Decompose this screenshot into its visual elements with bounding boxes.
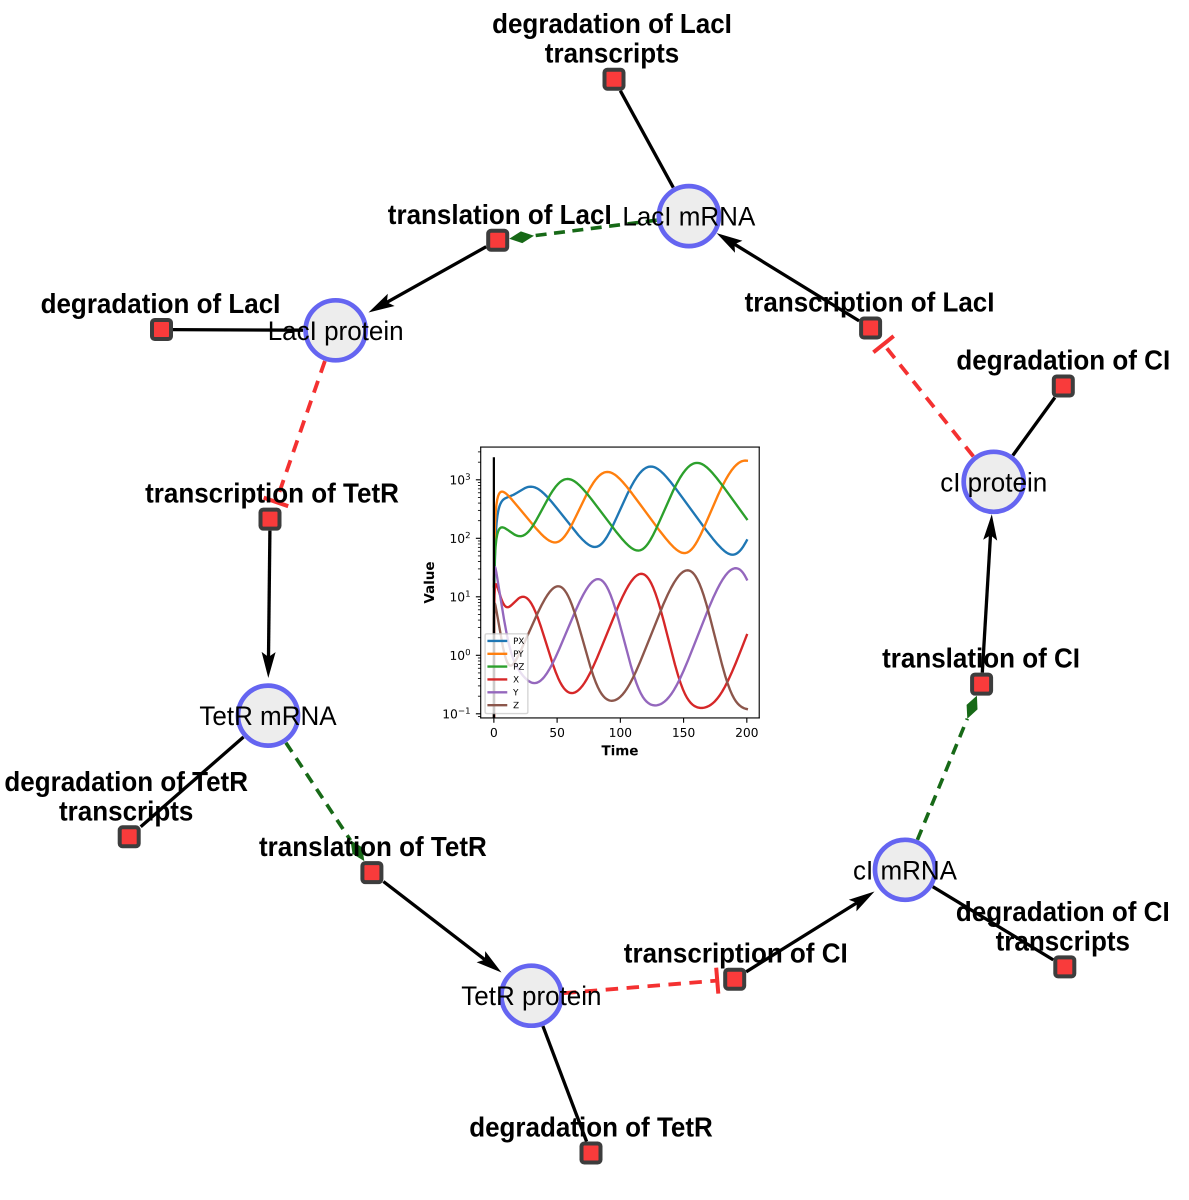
- svg-text:degradation of LacI: degradation of LacI: [41, 288, 281, 319]
- svg-text:LacI protein: LacI protein: [268, 316, 404, 346]
- svg-text:LacI mRNA: LacI mRNA: [622, 202, 755, 232]
- svg-text:cI protein: cI protein: [940, 467, 1047, 497]
- svg-text:transcription of TetR: transcription of TetR: [145, 478, 399, 509]
- svg-text:transcripts: transcripts: [545, 38, 679, 69]
- svg-text:translation of LacI: translation of LacI: [388, 199, 612, 230]
- svg-text:TetR mRNA: TetR mRNA: [199, 701, 336, 731]
- svg-text:degradation of LacI: degradation of LacI: [492, 8, 732, 39]
- svg-text:translation of CI: translation of CI: [882, 643, 1080, 674]
- svg-text:degradation of CI: degradation of CI: [956, 345, 1170, 376]
- svg-text:degradation of CI: degradation of CI: [956, 896, 1170, 927]
- svg-text:degradation of TetR: degradation of TetR: [4, 766, 248, 797]
- svg-text:transcription of LacI: transcription of LacI: [745, 287, 995, 318]
- svg-text:translation of TetR: translation of TetR: [259, 831, 487, 862]
- svg-text:transcripts: transcripts: [996, 925, 1130, 956]
- svg-text:TetR protein: TetR protein: [461, 981, 601, 1011]
- svg-text:transcription of CI: transcription of CI: [624, 938, 848, 969]
- svg-text:transcripts: transcripts: [59, 795, 193, 826]
- svg-text:cI mRNA: cI mRNA: [853, 855, 957, 885]
- svg-text:degradation of TetR: degradation of TetR: [469, 1112, 713, 1143]
